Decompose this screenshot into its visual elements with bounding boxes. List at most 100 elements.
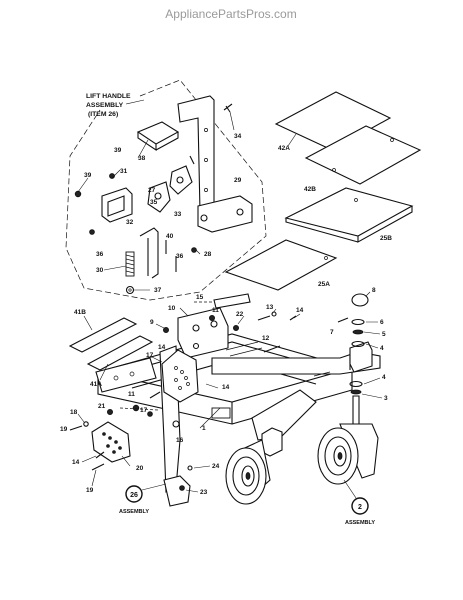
label-28: 28 xyxy=(204,251,212,258)
label-38: 38 xyxy=(138,155,146,162)
label-3: 3 xyxy=(384,395,388,402)
label-19b: 19 xyxy=(86,487,94,494)
label-36a: 36 xyxy=(96,251,104,258)
pawl-plate-35 xyxy=(169,165,193,195)
label-40: 40 xyxy=(166,233,174,240)
spring-14 xyxy=(95,451,105,459)
label-4b: 4 xyxy=(382,374,386,381)
label-11b: 11 xyxy=(128,391,135,398)
callout-26-number: 26 xyxy=(130,492,138,499)
label-7: 7 xyxy=(330,329,334,336)
label-29: 29 xyxy=(234,177,242,184)
label-42b: 42B xyxy=(304,186,316,193)
bolt-24 xyxy=(187,465,193,471)
label-35: 35 xyxy=(150,199,158,206)
bracket-hole xyxy=(236,208,244,216)
nut-39b xyxy=(74,190,82,198)
washer-4a xyxy=(351,340,365,348)
label-4a: 4 xyxy=(380,345,384,352)
left-caster-fork-top xyxy=(261,427,283,457)
label-14b: 14 xyxy=(158,344,166,351)
callout-2-label: ASSEMBLY xyxy=(345,520,375,526)
assembly-boundary xyxy=(65,79,267,301)
label-19a: 19 xyxy=(60,426,68,433)
label-37: 37 xyxy=(154,287,162,294)
label-16: 16 xyxy=(176,437,184,444)
label-5: 5 xyxy=(382,331,386,338)
cap-8 xyxy=(351,293,369,307)
nut-39 xyxy=(109,173,115,179)
label-25b: 25B xyxy=(380,235,392,242)
detent-teeth xyxy=(102,432,122,454)
label-17b: 17 xyxy=(140,407,148,414)
label-30: 30 xyxy=(96,267,104,274)
left-caster xyxy=(225,427,283,505)
label-15: 15 xyxy=(196,294,204,301)
right-caster xyxy=(317,423,379,485)
callout-2-number: 2 xyxy=(358,504,362,511)
nut-22 xyxy=(232,324,239,331)
pin-12 xyxy=(263,345,281,353)
nut-17b xyxy=(147,411,153,417)
label-41b: 41B xyxy=(74,309,86,316)
bolt-19 xyxy=(69,425,83,431)
nut-5 xyxy=(352,329,364,335)
lift-handle-labels: 34 38 39 39 31 29 27 35 33 32 36 40 28 3… xyxy=(77,133,242,294)
washer-4b xyxy=(349,380,363,388)
pin-14 xyxy=(289,315,297,321)
nut-11 xyxy=(208,314,215,321)
bolt-34 xyxy=(223,103,233,113)
label-13: 13 xyxy=(266,304,274,311)
label-39a: 39 xyxy=(114,147,122,154)
label-9: 9 xyxy=(150,319,154,326)
bracket-pivot xyxy=(200,214,208,222)
detent-segment xyxy=(91,421,131,463)
pin-7 xyxy=(337,317,349,323)
label-27: 27 xyxy=(148,187,156,194)
spring-30 xyxy=(125,251,135,277)
mat-25a xyxy=(224,239,338,291)
pivot-16 xyxy=(172,420,180,428)
nut-28 xyxy=(191,247,197,253)
caster-spindle-3 xyxy=(352,395,360,429)
callout-26: 26 ASSEMBLY xyxy=(119,483,167,515)
label-1: 1 xyxy=(202,425,206,432)
label-39b: 39 xyxy=(84,172,92,179)
strip-41a xyxy=(86,335,154,371)
lift-handle-title-1: LIFT HANDLE xyxy=(86,93,131,100)
nut-21 xyxy=(107,408,114,415)
frame-slot xyxy=(211,407,231,419)
spindle-housing xyxy=(349,341,373,373)
nut-11b xyxy=(132,404,140,412)
lift-arm-foot xyxy=(163,475,191,507)
title-leader xyxy=(125,99,145,105)
label-32: 32 xyxy=(126,219,134,226)
callout-26-label: ASSEMBLY xyxy=(119,509,149,515)
lift-handle-lever xyxy=(177,95,215,213)
lift-handle-assembly-group: LIFT HANDLE ASSEMBLY (ITEM 26) xyxy=(65,79,267,301)
label-42a: 42A xyxy=(278,145,290,152)
label-14a: 14 xyxy=(296,307,304,314)
bolt-19b xyxy=(91,463,105,471)
label-34: 34 xyxy=(234,133,242,140)
label-21: 21 xyxy=(98,403,106,410)
washer-36 xyxy=(89,229,95,235)
frame-labels: 8 6 5 4 4 3 7 15 10 11 22 13 14 12 9 41B… xyxy=(60,287,388,496)
bolt-13 xyxy=(257,315,271,321)
label-41a: 41A xyxy=(90,381,102,388)
label-8: 8 xyxy=(372,287,376,294)
quadrant-holes xyxy=(174,366,190,390)
nut-23 xyxy=(179,485,185,491)
nut-9 xyxy=(162,326,169,333)
handle-bracket xyxy=(197,195,253,233)
strip-41b xyxy=(68,317,138,353)
caster-arm-left xyxy=(251,389,317,441)
frame-front-plate xyxy=(95,357,157,393)
mat-42a xyxy=(274,91,392,151)
label-20: 20 xyxy=(136,465,144,472)
callout-2: 2 ASSEMBLY xyxy=(343,479,375,526)
washer-6 xyxy=(351,318,365,326)
label-11a: 11 xyxy=(212,307,219,314)
label-22: 22 xyxy=(236,311,244,318)
label-6: 6 xyxy=(380,319,384,326)
